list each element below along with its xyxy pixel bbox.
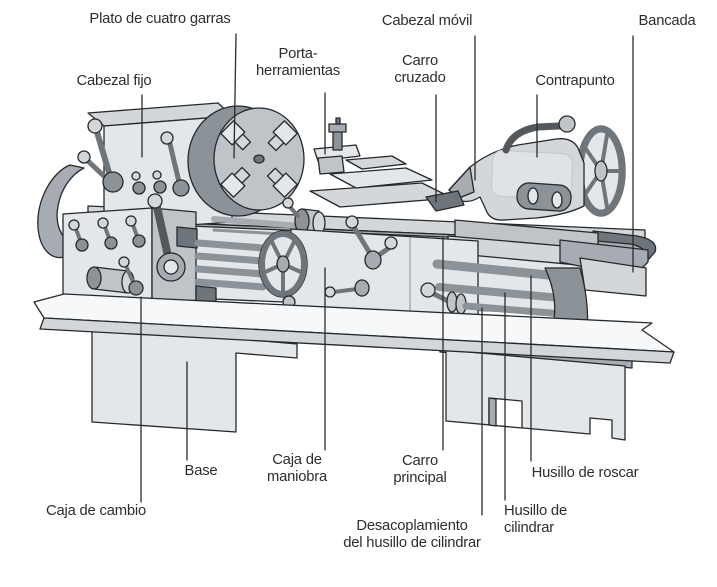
label-contrapunto: Contrapunto <box>535 73 615 89</box>
label-cabezal-fijo: Cabezal fijo <box>76 73 152 89</box>
carriage-illustration <box>258 117 479 327</box>
label-cabezal-movil: Cabezal móvil <box>381 13 473 29</box>
headstock-illustration <box>77 102 233 232</box>
label-caja-de-cambio: Caja de cambio <box>45 503 146 519</box>
base-pedestals-illustration <box>91 325 633 441</box>
label-caja-de-maniobra: Caja de maniobra <box>266 452 328 485</box>
leader-lines <box>140 33 634 516</box>
feed-rods-illustration <box>420 259 567 318</box>
label-base: Base <box>184 463 218 479</box>
gearbox-illustration <box>62 193 267 323</box>
tailstock-handwheel-illustration <box>576 125 626 217</box>
label-portaherramientas: Porta- herramientas <box>256 46 340 79</box>
toolpost-illustration <box>313 117 361 175</box>
chip-tray-illustration <box>33 293 675 364</box>
label-desacoplamiento-husillo: Desacoplamiento del husillo de cilindrar <box>343 518 481 551</box>
leader-plato <box>233 33 237 159</box>
label-plato-de-cuatro-garras: Plato de cuatro garras <box>89 11 231 27</box>
label-husillo-de-cilindrar: Husillo de cilindrar <box>504 503 567 536</box>
label-bancada: Bancada <box>638 13 696 29</box>
label-carro-principal: Carro principal <box>393 453 447 486</box>
chuck-jaws-illustration <box>220 120 298 198</box>
gearbox-output-rods-illustration <box>194 239 267 313</box>
chuck-illustration <box>187 105 305 217</box>
headstock-levers-illustration <box>77 118 190 197</box>
label-husillo-de-roscar: Husillo de roscar <box>531 465 639 481</box>
label-carro-cruzado: Carro cruzado <box>394 53 446 86</box>
